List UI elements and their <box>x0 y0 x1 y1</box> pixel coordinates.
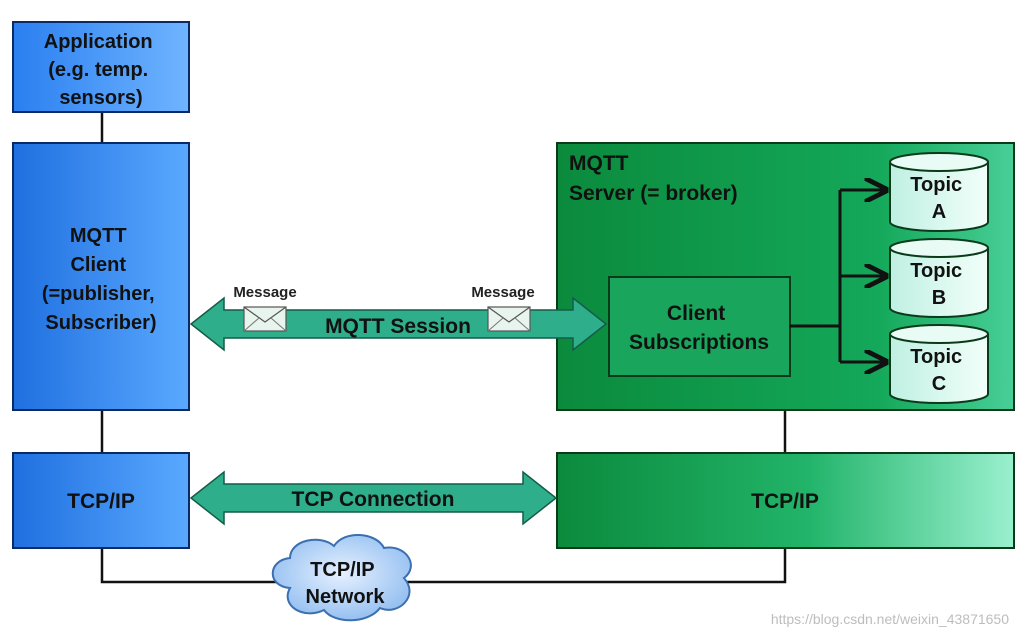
envelope-icon <box>243 306 287 332</box>
subscriptions-line-2: Subscriptions <box>629 331 769 354</box>
envelope-icon <box>487 306 531 332</box>
svg-text:Application (e.g. temp.: Application (e.g. temp. sensors) <box>44 31 158 109</box>
topic-b-cylinder: Topic B <box>889 238 989 318</box>
client-line-3: (=publisher, <box>42 283 155 305</box>
application-line-2: (e.g. temp. <box>48 59 148 81</box>
server-network-line <box>400 548 787 584</box>
topic-b-line-2: B <box>932 287 946 309</box>
subscriptions-line-1: Client <box>667 302 725 325</box>
server-tcp-box: TCP/IP <box>556 452 1015 549</box>
topic-a-cylinder: Topic A <box>889 152 989 232</box>
svg-text:TCP/IP Network: TCP/IP Network <box>306 559 386 608</box>
client-line-2: Client <box>70 254 126 276</box>
topic-b-line-1: Topic <box>910 260 962 282</box>
topic-fanout-arrows <box>790 190 886 362</box>
client-tcp-box: TCP/IP <box>12 452 190 549</box>
topic-c-line-2: C <box>932 373 946 395</box>
topic-c-cylinder: Topic C <box>889 324 989 404</box>
client-subscriptions-box: Client Subscriptions <box>608 276 791 377</box>
client-network-line <box>100 548 290 584</box>
topic-a-line-2: A <box>932 201 946 223</box>
svg-text:Topic B: Topic B <box>910 260 967 309</box>
network-cloud: TCP/IP Network <box>271 533 412 622</box>
watermark: https://blog.csdn.net/weixin_43871650 <box>770 611 1009 627</box>
application-box: Application (e.g. temp. sensors) <box>12 21 190 113</box>
mqtt-session-label: MQTT Session <box>325 315 471 338</box>
topic-a-line-1: Topic <box>910 174 962 196</box>
topic-c-line-1: Topic <box>910 346 962 368</box>
tcp-connection-arrow: TCP Connection <box>189 470 558 526</box>
message-label-right: Message <box>471 284 534 301</box>
client-line-1: MQTT <box>70 225 127 247</box>
client-line-4: Subscriber) <box>45 312 156 334</box>
svg-text:MQTT Server (= broker): MQTT Server (= broker) <box>569 152 738 205</box>
server-line-1: MQTT <box>569 152 629 175</box>
svg-text:Topic C: Topic C <box>910 346 967 395</box>
tcp-connection-label: TCP Connection <box>292 488 455 511</box>
message-label-left: Message <box>233 284 296 301</box>
network-line-1: TCP/IP <box>310 559 374 581</box>
connector-lines <box>100 112 787 584</box>
network-line-2: Network <box>306 586 386 608</box>
client-tcp-label: TCP/IP <box>67 490 135 513</box>
svg-text:Client Subscriptions: Client Subscriptions <box>629 302 769 354</box>
application-line-1: Application <box>44 31 153 53</box>
application-line-3: sensors) <box>59 87 142 109</box>
svg-text:MQTT Client (=publ: MQTT Client (=publisher, Subscriber) <box>42 225 160 334</box>
mqtt-client-box: MQTT Client (=publisher, Subscriber) <box>12 142 190 411</box>
server-tcp-label: TCP/IP <box>751 490 819 513</box>
svg-text:Topic A: Topic A <box>910 174 967 223</box>
server-line-2: Server (= broker) <box>569 182 738 205</box>
mqtt-session-arrow: MQTT Session Message Message <box>189 284 608 352</box>
